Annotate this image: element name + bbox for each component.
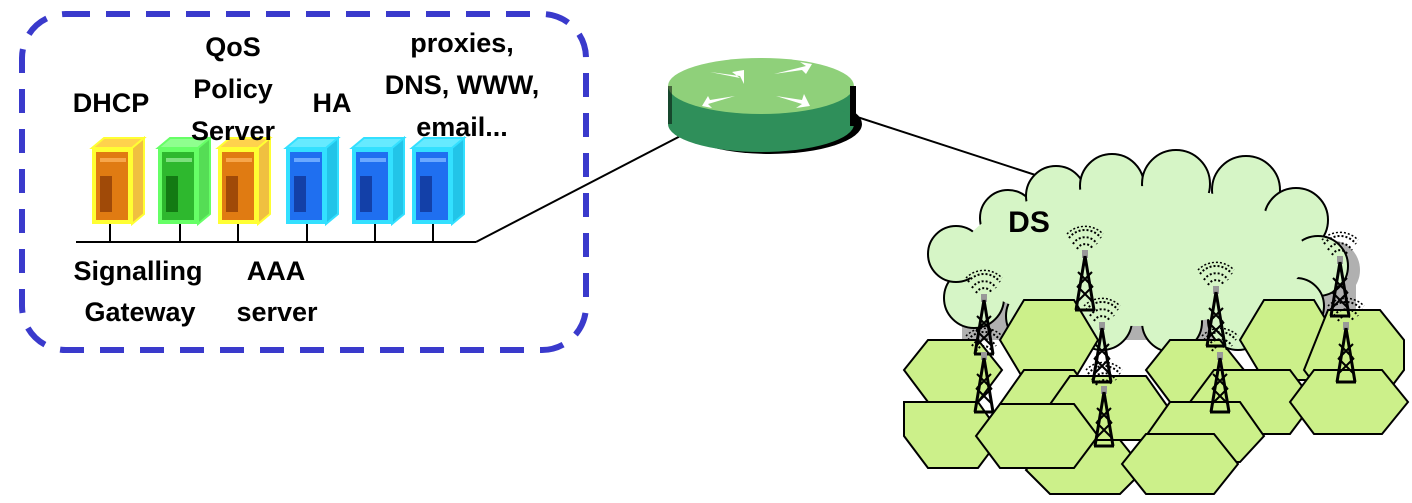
proxy-server-icon xyxy=(351,137,405,225)
cell-hex xyxy=(1120,433,1240,495)
ha-label: HA xyxy=(313,88,352,118)
qos-label-line1: QoS xyxy=(205,32,261,62)
signalling-gateway-label-line2: Gateway xyxy=(84,297,195,327)
link-domain-router xyxy=(475,129,693,243)
ds-label: DS xyxy=(1008,206,1050,239)
dhcp-server-icon xyxy=(91,137,145,225)
cell-hex xyxy=(974,403,1100,469)
aaa-server-label-line1: AAA xyxy=(247,256,306,286)
proxies-label-line3: email... xyxy=(416,112,508,142)
proxies-label-line1: proxies, xyxy=(410,28,514,58)
lan-bus xyxy=(76,220,476,243)
ds-cloud-fill xyxy=(962,186,1306,326)
router-icon xyxy=(668,58,862,154)
ha-server-icon xyxy=(285,137,339,225)
dns-www-email-server-icon xyxy=(411,137,465,225)
qos-label-line2: Policy xyxy=(193,74,273,104)
dhcp-label: DHCP xyxy=(73,88,150,118)
aaa-server-label-line2: server xyxy=(236,297,318,327)
proxies-label-line2: DNS, WWW, xyxy=(385,70,539,100)
qos-policy-server-icon xyxy=(157,137,211,225)
service-domain-boundary xyxy=(19,11,589,353)
cell-hex xyxy=(1288,369,1410,435)
qos-label-line3: Server xyxy=(191,116,276,146)
signalling-gateway-label-line1: Signalling xyxy=(73,256,202,286)
aaa-server-icon xyxy=(217,137,271,225)
